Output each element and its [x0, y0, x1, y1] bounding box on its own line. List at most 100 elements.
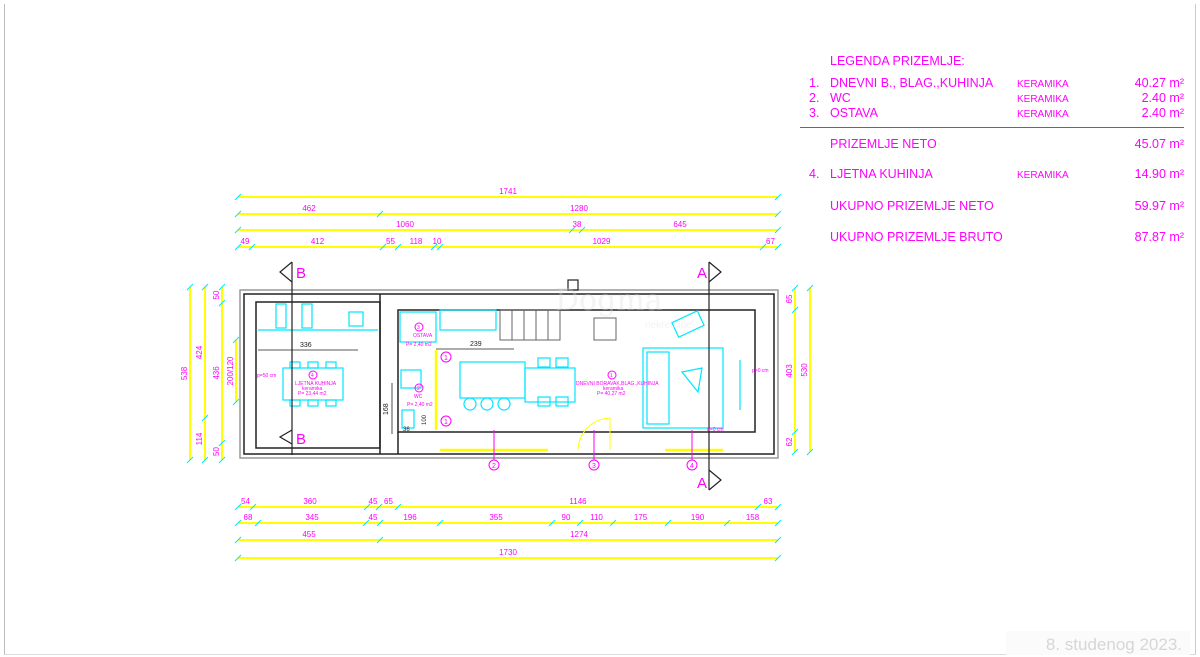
dimension-label: 1280 — [570, 204, 588, 213]
dimension-tick — [806, 448, 814, 456]
dimension-label: 190 — [691, 513, 705, 522]
dimension-tick — [234, 226, 242, 234]
drawing-frame — [4, 4, 1196, 655]
dimension-label: 455 — [302, 530, 316, 539]
dimension-tick — [234, 243, 242, 251]
dimension-tick — [774, 193, 782, 201]
outer-wall — [239, 289, 779, 459]
dimension-label: 1274 — [570, 530, 588, 539]
dimension-label: 49 — [241, 237, 250, 246]
dimension-tick — [791, 428, 799, 436]
dim-36: 36 — [403, 427, 410, 433]
dimension-tick — [394, 243, 402, 251]
dimension-tick — [249, 503, 257, 511]
legend-total-neto-label: UKUPNO PRIZEMLJE NETO — [830, 199, 994, 213]
svg-text:3: 3 — [417, 325, 420, 331]
dimension-tick — [234, 519, 242, 527]
dimension-tick — [806, 284, 814, 292]
dimension-label: 54 — [241, 497, 250, 506]
dimension-label: 67 — [766, 237, 775, 246]
dimension-tick — [548, 519, 556, 527]
dimension-tick — [394, 503, 402, 511]
section-b-label-top: B — [296, 265, 306, 282]
dimension-label: 538 — [180, 366, 189, 380]
svg-text:P= 2,40 m2: P= 2,40 m2 — [406, 342, 432, 348]
windows — [434, 350, 723, 452]
dimension-tick — [376, 210, 384, 218]
dimension-tick — [362, 519, 370, 527]
dimension-tick — [376, 536, 384, 544]
dimension-tick — [234, 554, 242, 562]
dimension-label: 360 — [303, 497, 317, 506]
kitchen-island — [459, 361, 526, 399]
dimension-label: 55 — [386, 237, 395, 246]
dimension-label: 158 — [746, 513, 760, 522]
date-stamp: 8. studenog 2023. — [1005, 631, 1190, 655]
armchair — [671, 310, 705, 338]
dimension-tick — [232, 398, 240, 406]
section-a-label-top: A — [697, 265, 707, 282]
dimension-label: 200/120 — [226, 356, 235, 385]
kitchen-counter — [439, 309, 497, 331]
dimension-tick — [363, 503, 371, 511]
dimension-tick — [791, 306, 799, 314]
dimension-tick — [436, 519, 444, 527]
dimension-label: 1029 — [593, 237, 611, 246]
dimension-tick — [436, 243, 444, 251]
dimension-tick — [774, 554, 782, 562]
main-room — [397, 309, 756, 433]
dimension-label: 530 — [800, 363, 809, 377]
dimension-tick — [186, 456, 194, 464]
dimension-tick — [774, 226, 782, 234]
dimension-tick — [218, 439, 226, 447]
svg-text:2: 2 — [492, 463, 496, 470]
dimension-tick — [576, 519, 584, 527]
dimension-tick — [791, 448, 799, 456]
dimension-label: 45 — [369, 513, 378, 522]
dimension-label: 38 — [573, 220, 582, 229]
dim-239: 239 — [470, 341, 482, 348]
legend-divider — [800, 127, 1184, 128]
dimension-label: 436 — [212, 366, 221, 380]
dimension-tick — [723, 519, 731, 527]
dimension-tick — [759, 243, 767, 251]
dimension-tick — [791, 284, 799, 292]
dimension-tick — [234, 193, 242, 201]
svg-text:Dogma: Dogma — [555, 283, 663, 318]
svg-text:1: 1 — [444, 355, 448, 362]
door-swing — [577, 417, 611, 451]
walls — [239, 289, 779, 459]
dimension-tick — [430, 243, 438, 251]
room-label-summer-kitchen: 4 LJETNA KUHINJA keramika P= 23,44 m2 p=… — [257, 370, 337, 397]
dimension-tick — [201, 414, 209, 422]
section-b-label-bottom: B — [296, 431, 306, 448]
legend-total-bruto-area: 87.87 m² — [1134, 230, 1184, 244]
opening-markers: 1 1 2 3 4 — [440, 351, 698, 471]
dim-168: 168 — [383, 403, 390, 415]
dimension-tick — [218, 456, 226, 464]
room-label-storage: 3 OSTAVA P= 2,40 m2 — [406, 322, 433, 348]
dimension-tick — [218, 283, 226, 291]
dimension-tick — [664, 519, 672, 527]
room-label-living: 1 DNEVNI BORAVAK,BLAG.,KUHINJA keramika … — [576, 368, 769, 433]
legend-neto-area: 45.07 m² — [1134, 137, 1184, 151]
dimension-label: 65 — [785, 294, 794, 303]
dimension-tick — [234, 536, 242, 544]
dim-336: 336 — [300, 342, 312, 349]
dimension-tick — [254, 519, 262, 527]
legend-total-neto-area: 59.97 m² — [1134, 199, 1184, 213]
dimension-tick — [201, 456, 209, 464]
dimension-label: 412 — [311, 237, 325, 246]
dimension-tick — [248, 243, 256, 251]
svg-text:keramika: keramika — [302, 386, 323, 392]
legend-neto-label: PRIZEMLJE NETO — [830, 137, 937, 151]
dimension-label: 355 — [489, 513, 503, 522]
dimension-label: 114 — [195, 432, 204, 445]
dimension-label: 62 — [785, 437, 794, 446]
svg-text:p=50 cm: p=50 cm — [257, 373, 276, 379]
dimension-label: 175 — [634, 513, 648, 522]
dimension-tick — [232, 336, 240, 344]
dim-100: 100 — [422, 414, 428, 425]
